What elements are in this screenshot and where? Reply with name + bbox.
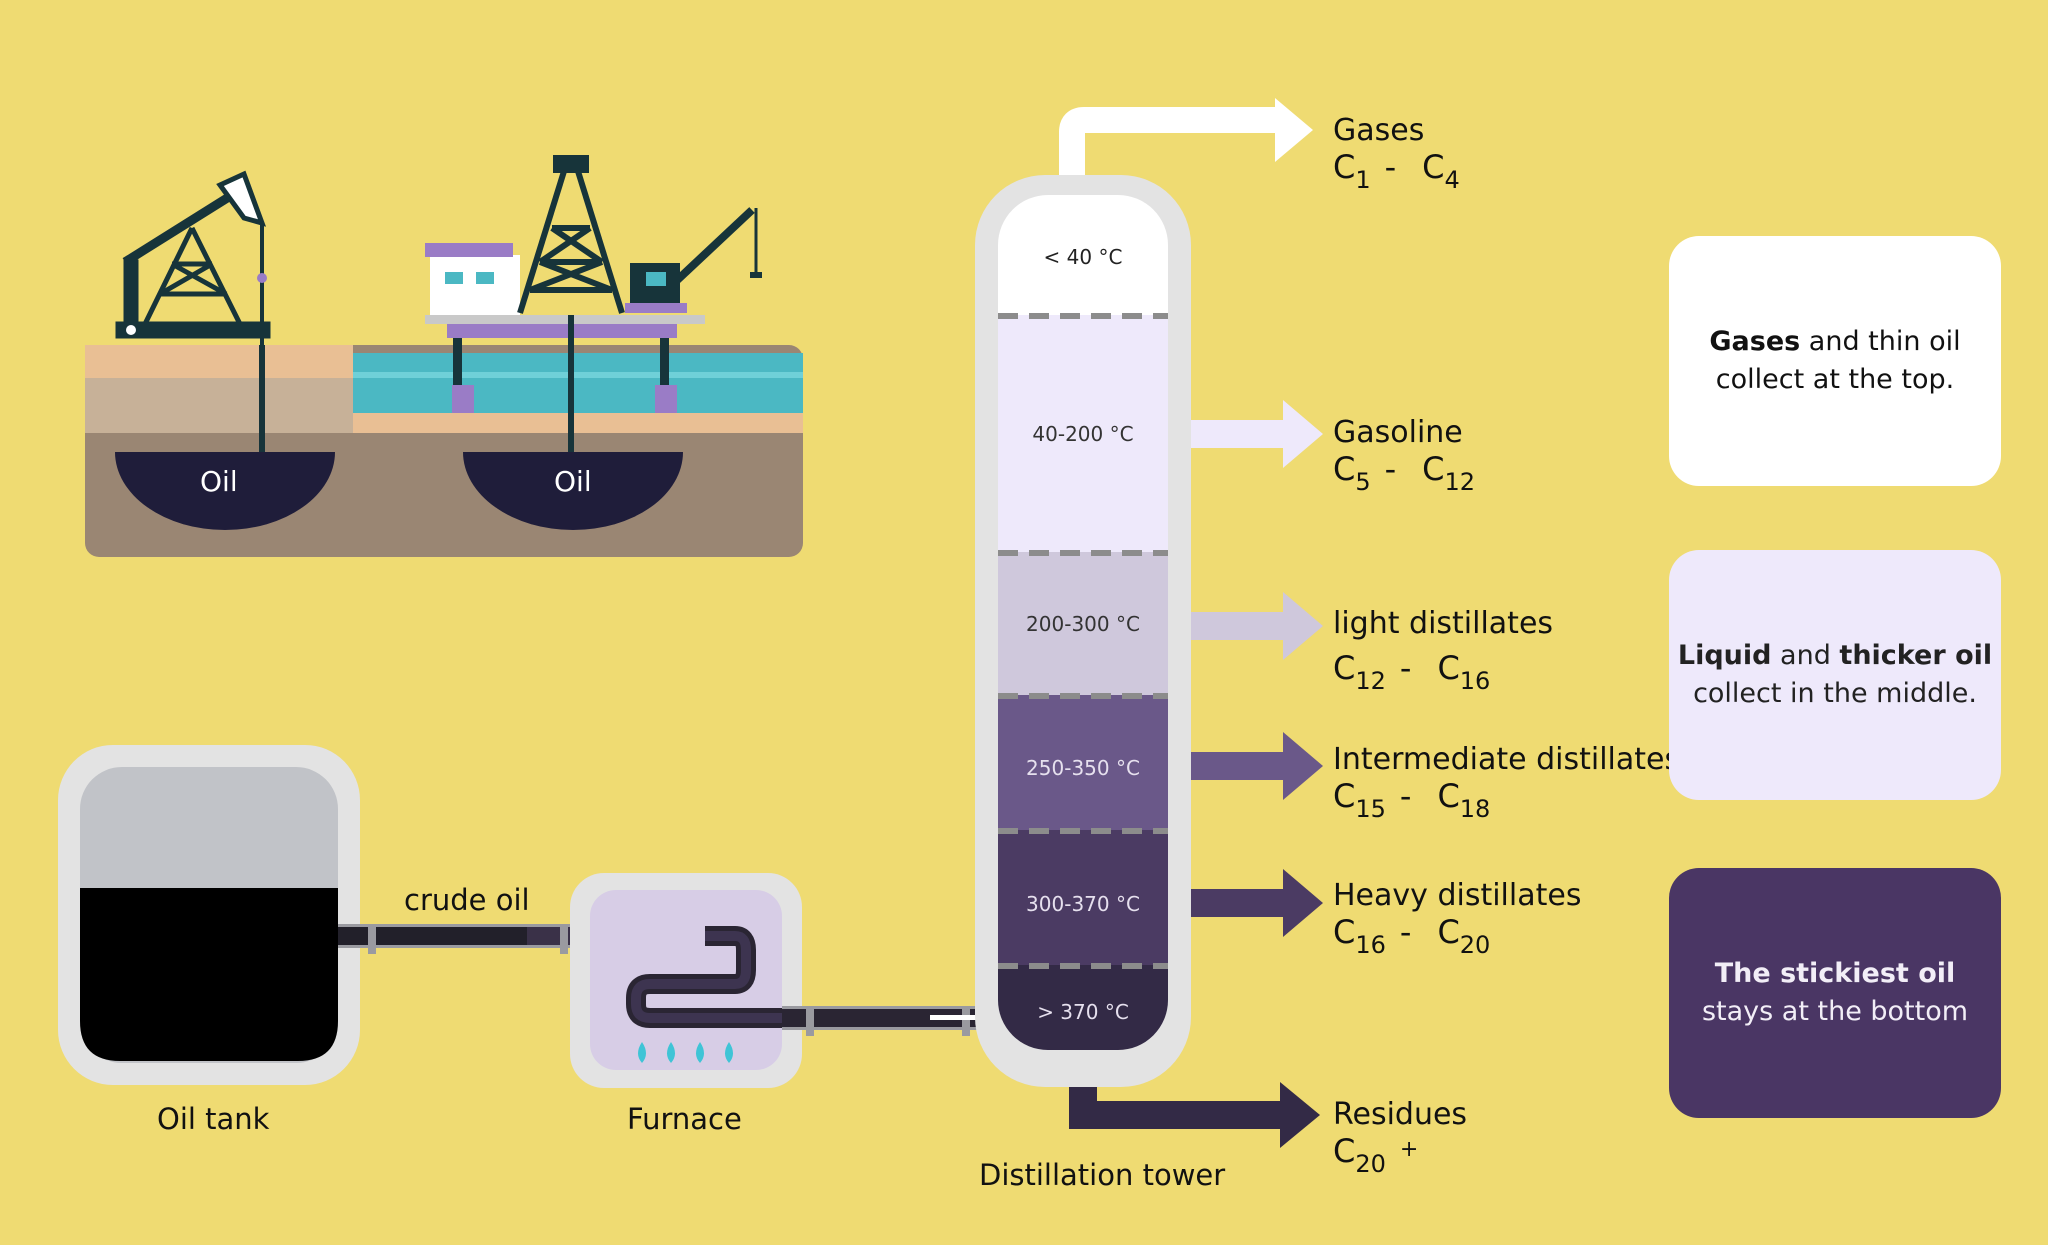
crude-oil-level xyxy=(80,888,338,1061)
fraction-residue xyxy=(998,965,1168,1050)
product-name: Gasoline xyxy=(1333,415,1463,450)
oil-field-scene xyxy=(85,155,803,557)
pipe-furnace-to-tower xyxy=(782,1006,1012,1036)
temp-heavy-distillates: 300-370 °C xyxy=(1026,892,1140,916)
product-gases: Gases C1-C4 xyxy=(1333,113,1460,194)
oil-reservoir-left xyxy=(115,452,335,530)
fraction-gasoline xyxy=(998,315,1168,552)
temp-gases: < 40 °C xyxy=(1043,245,1123,269)
temp-residue: > 370 °C xyxy=(1037,1000,1129,1024)
oil-tank xyxy=(58,745,360,1085)
product-formula: C16-C20 xyxy=(1333,913,1491,959)
product-residues: Residues C20+ xyxy=(1333,1097,1467,1178)
pumpjack-icon xyxy=(115,170,271,452)
crude-oil-label: crude oil xyxy=(404,883,530,917)
product-formula: C20+ xyxy=(1333,1132,1419,1178)
temp-light-distillates: 200-300 °C xyxy=(1026,612,1140,636)
distillation-tower xyxy=(975,175,1191,1087)
fraction-heavy-distillates xyxy=(998,830,1168,965)
derrick-icon xyxy=(517,155,625,314)
tray-dividers xyxy=(998,313,1168,969)
ground-subsoil xyxy=(85,378,353,433)
furnace xyxy=(570,873,802,1088)
product-name: Heavy distillates xyxy=(1333,878,1582,913)
oil-reservoir-right-label: Oil xyxy=(554,465,592,498)
seabed xyxy=(353,413,803,433)
sea-water xyxy=(353,353,803,413)
ground-topsoil xyxy=(85,345,353,378)
info-card-middle: Liquid and thicker oil collect in the mi… xyxy=(1669,550,2001,800)
info-card-top: Gases and thin oil collect at the top. xyxy=(1669,236,2001,486)
flame-icon xyxy=(638,1042,733,1063)
product-formula: C12-C16 xyxy=(1333,649,1491,695)
temp-gasoline: 40-200 °C xyxy=(1032,422,1134,446)
fraction-intermediate-distillates xyxy=(998,695,1168,830)
oil-reservoir-right xyxy=(463,452,683,530)
temp-intermediate-distillates: 250-350 °C xyxy=(1026,756,1140,780)
product-formula: C1-C4 xyxy=(1333,148,1460,194)
crane-icon xyxy=(625,207,762,313)
product-light-distillates: light distillates C12-C16 xyxy=(1333,606,1553,695)
furnace-label: Furnace xyxy=(627,1102,742,1136)
product-formula: C15-C18 xyxy=(1333,777,1491,823)
fraction-light-distillates xyxy=(998,552,1168,695)
product-name: light distillates xyxy=(1333,606,1554,641)
product-name: Intermediate distillates xyxy=(1333,742,1681,777)
product-name: Gases xyxy=(1333,113,1425,148)
oil-tank-label: Oil tank xyxy=(157,1102,270,1136)
info-card-bottom: The stickiest oil stays at the bottom xyxy=(1669,868,2001,1118)
product-intermediate-distillates: Intermediate distillates C15-C18 xyxy=(1333,742,1680,823)
gases-output-arrow xyxy=(1059,98,1313,195)
product-gasoline: Gasoline C5-C12 xyxy=(1333,415,1475,496)
distillation-tower-label: Distillation tower xyxy=(979,1158,1226,1192)
fraction-gases xyxy=(998,195,1168,315)
oil-reservoir-left-label: Oil xyxy=(200,465,238,498)
product-name: Residues xyxy=(1333,1097,1468,1132)
product-heavy-distillates: Heavy distillates C16-C20 xyxy=(1333,878,1581,959)
product-formula: C5-C12 xyxy=(1333,450,1476,496)
offshore-platform-icon xyxy=(425,243,705,452)
